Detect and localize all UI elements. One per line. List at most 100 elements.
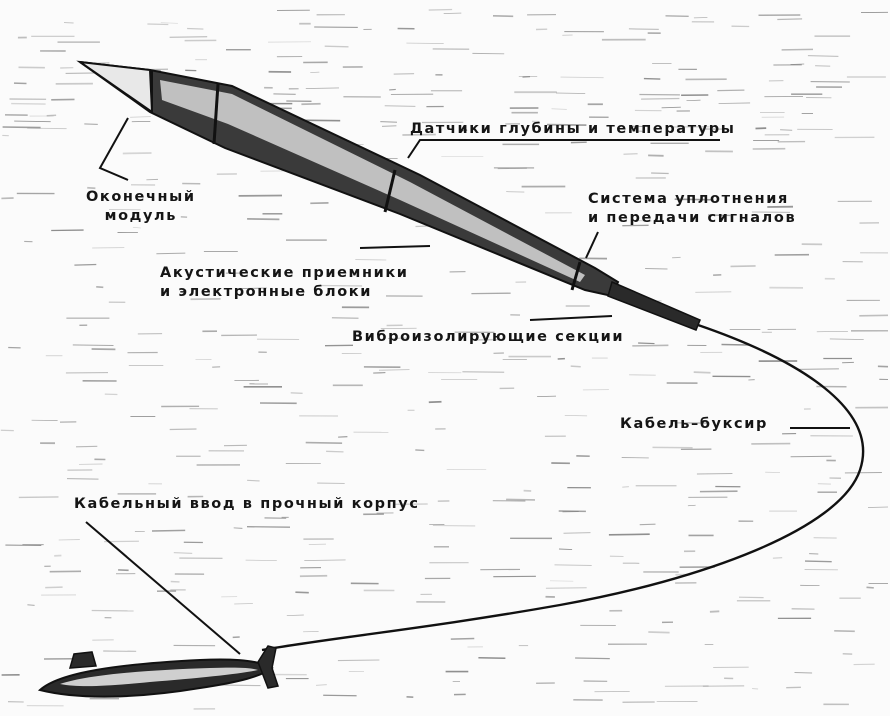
water-hatch-stroke <box>781 48 814 51</box>
water-hatch-stroke <box>169 428 197 431</box>
water-hatch-stroke <box>829 338 864 340</box>
water-hatch-stroke <box>462 371 505 373</box>
water-hatch-stroke <box>326 450 344 453</box>
water-hatch-stroke <box>497 167 527 170</box>
label-tip-module: Оконечный модуль <box>86 188 196 226</box>
water-hatch-stroke <box>63 22 74 24</box>
water-hatch-stroke <box>315 684 327 686</box>
water-hatch-stroke <box>575 657 610 660</box>
water-hatch-stroke <box>66 478 99 480</box>
water-hatch-stroke <box>27 604 35 606</box>
water-hatch-stroke <box>389 88 396 91</box>
water-hatch-stroke <box>816 330 848 333</box>
water-hatch-stroke <box>641 97 680 100</box>
water-hatch-stroke <box>563 532 591 534</box>
water-hatch-stroke <box>301 102 321 106</box>
water-hatch-stroke <box>45 586 63 589</box>
water-hatch-stroke <box>639 523 656 526</box>
label-sealing-signal-system: Система уплотнения и передачи сигналов <box>588 190 796 228</box>
water-hatch-stroke <box>428 8 453 11</box>
leader-sealing-system <box>585 231 599 259</box>
water-hatch-stroke <box>648 631 670 634</box>
water-hatch-stroke <box>247 218 280 221</box>
water-hatch-stroke <box>310 71 320 73</box>
water-hatch-stroke <box>331 317 359 319</box>
towed-antenna <box>76 60 701 331</box>
water-hatch-stroke <box>643 77 661 80</box>
water-hatch-stroke <box>471 338 504 341</box>
water-hatch-stroke <box>564 415 588 417</box>
water-hatch-stroke <box>378 369 410 371</box>
submarine-hull-highlight <box>60 667 258 687</box>
water-hatch-stroke <box>777 18 803 21</box>
water-hatch-stroke <box>304 559 346 561</box>
water-hatch-stroke <box>234 603 253 605</box>
water-hatch-stroke <box>558 548 573 551</box>
water-hatch-stroke <box>247 479 260 482</box>
tip-module-cone <box>79 61 154 114</box>
water-hatch-stroke <box>506 191 525 193</box>
water-hatch-stroke <box>238 287 267 290</box>
label-tow-cable: Кабель–буксир <box>620 416 768 432</box>
water-hatch-stroke <box>323 694 357 697</box>
water-hatch-stroke <box>686 99 701 102</box>
water-hatch-stroke <box>305 87 340 89</box>
water-hatch-stroke <box>674 198 714 201</box>
water-hatch-stroke <box>74 263 97 266</box>
water-hatch-stroke <box>305 441 343 445</box>
water-hatch-stroke <box>651 172 669 175</box>
water-hatch-stroke <box>381 125 397 127</box>
water-hatch-stroke <box>730 265 756 268</box>
water-hatch-stroke <box>295 591 309 594</box>
submarine-sail <box>68 651 97 669</box>
water-hatch-stroke <box>14 120 51 123</box>
label-hull-cable-entry: Кабельный ввод в прочный корпус <box>74 496 420 512</box>
water-hatch-stroke <box>867 506 889 508</box>
water-hatch-stroke <box>173 552 193 554</box>
label-acoustic-receivers: Акустические приемники и электронные бло… <box>160 264 409 302</box>
water-hatch-stroke <box>804 560 832 563</box>
water-hatch-stroke <box>75 445 98 448</box>
leader-vibration-sections <box>529 315 613 321</box>
water-hatch-stroke <box>859 314 889 317</box>
module-seam-1 <box>212 83 220 145</box>
water-hatch-stroke <box>169 36 208 38</box>
vibration-isolation-sections <box>607 280 701 331</box>
water-hatch-stroke <box>623 153 638 155</box>
water-hatch-stroke <box>2 126 41 129</box>
water-hatch-stroke <box>122 152 152 155</box>
water-hatch-stroke <box>324 45 349 48</box>
label-sealing-line2: и передачи сигналов <box>588 210 797 226</box>
water-hatch-stroke <box>551 108 567 110</box>
water-hatch-stroke <box>393 72 415 75</box>
water-hatch-stroke <box>156 252 186 255</box>
water-hatch-stroke <box>402 133 436 136</box>
submarine-tail-fin <box>257 645 279 689</box>
water-hatch-stroke <box>147 23 169 26</box>
water-hatch-stroke <box>130 116 151 118</box>
water-hatch-stroke <box>337 659 380 662</box>
antenna-highlight <box>160 80 585 282</box>
label-sealing-line1: Система уплотнения <box>588 191 789 207</box>
leader-hull-entry <box>85 521 241 655</box>
water-hatch-stroke <box>478 657 506 660</box>
water-hatch-stroke <box>384 105 416 107</box>
module-seam-2 <box>383 169 397 213</box>
water-hatch-stroke <box>46 114 57 117</box>
leader-depth-sensors <box>407 139 720 159</box>
water-hatch-stroke <box>570 365 581 368</box>
label-tip-module-line1: Оконечный <box>86 189 196 205</box>
water-hatch-stroke <box>560 76 604 79</box>
water-hatch-stroke <box>286 614 304 616</box>
water-hatch-stroke <box>608 533 650 536</box>
water-hatch-stroke <box>834 630 855 633</box>
module-seam-3 <box>570 261 582 291</box>
water-hatch-stroke <box>807 55 839 57</box>
water-hatch-stroke <box>545 587 587 589</box>
water-hatch-stroke <box>299 574 328 578</box>
water-hatch-stroke <box>246 526 291 528</box>
label-acoustic-line2: и электронные блоки <box>160 284 372 300</box>
water-hatch-stroke <box>506 498 536 501</box>
water-hatch-stroke <box>815 65 831 67</box>
water-hatch-stroke <box>96 285 104 289</box>
